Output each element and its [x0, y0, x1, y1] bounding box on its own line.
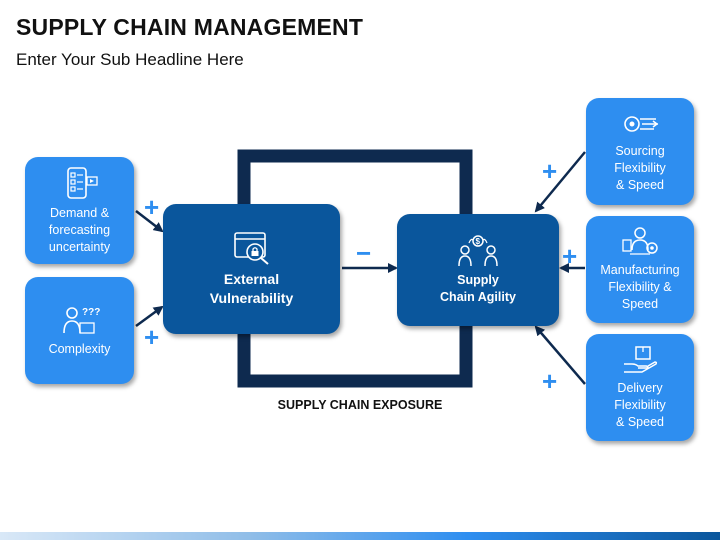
plus-sign-manufacturing: +: [562, 241, 578, 271]
arrow-demand-to-vulnerability: [135, 210, 164, 233]
speed-gear-icon: [624, 116, 659, 132]
external-vulnerability-label: External Vulnerability: [209, 271, 294, 306]
sourcing-label: Sourcing Flexibility & Speed: [614, 144, 666, 192]
manufacturing-label: Manufacturing Flexibility & Speed: [600, 263, 680, 311]
supply-chain-exposure-label: SUPPLY CHAIN EXPOSURE: [277, 398, 443, 412]
sourcing-box: Sourcing Flexibility & Speed: [586, 98, 694, 205]
supply-chain-agility-box: $ Supply Chain Agility: [397, 214, 559, 326]
bottom-gradient-bar: [0, 532, 720, 540]
manufacturing-box: Manufacturing Flexibility & Speed: [586, 216, 694, 323]
delivery-box: Delivery Flexibility & Speed: [586, 334, 694, 441]
plus-sign-delivery: +: [542, 366, 558, 396]
minus-sign-exposure: −: [356, 238, 372, 268]
delivery-label: Delivery Flexibility & Speed: [614, 381, 666, 429]
page-subtitle: Enter Your Sub Headline Here: [16, 50, 244, 69]
arrow-delivery-to-agility: [534, 325, 586, 385]
svg-text:???: ???: [82, 307, 100, 318]
person-question-icon: ???: [62, 307, 100, 334]
complexity-box: ??? Complexity: [25, 277, 134, 384]
supply-chain-agility-label: Supply Chain Agility: [440, 273, 516, 304]
svg-text:$: $: [476, 237, 481, 246]
page-title: SUPPLY CHAIN MANAGEMENT: [16, 14, 364, 40]
plus-sign-demand: +: [144, 192, 160, 222]
plus-sign-complexity: +: [144, 322, 160, 352]
external-vulnerability-box: External Vulnerability: [163, 204, 340, 334]
browser-lock-icon: [233, 232, 269, 265]
people-exchange-icon: $: [458, 235, 498, 267]
demand-uncertainty-label: Demand & forecasting uncertainty: [48, 206, 111, 254]
demand-uncertainty-box: Demand & forecasting uncertainty: [25, 157, 134, 264]
tablet-checklist-icon: [66, 167, 98, 199]
complexity-label: Complexity: [48, 342, 111, 356]
hand-box-icon: [624, 346, 658, 373]
arrow-complexity-to-vulnerability: [135, 305, 164, 328]
plus-sign-sourcing: +: [542, 156, 558, 186]
arrow-sourcing-to-agility: [534, 151, 586, 213]
worker-gears-icon: [622, 227, 658, 255]
